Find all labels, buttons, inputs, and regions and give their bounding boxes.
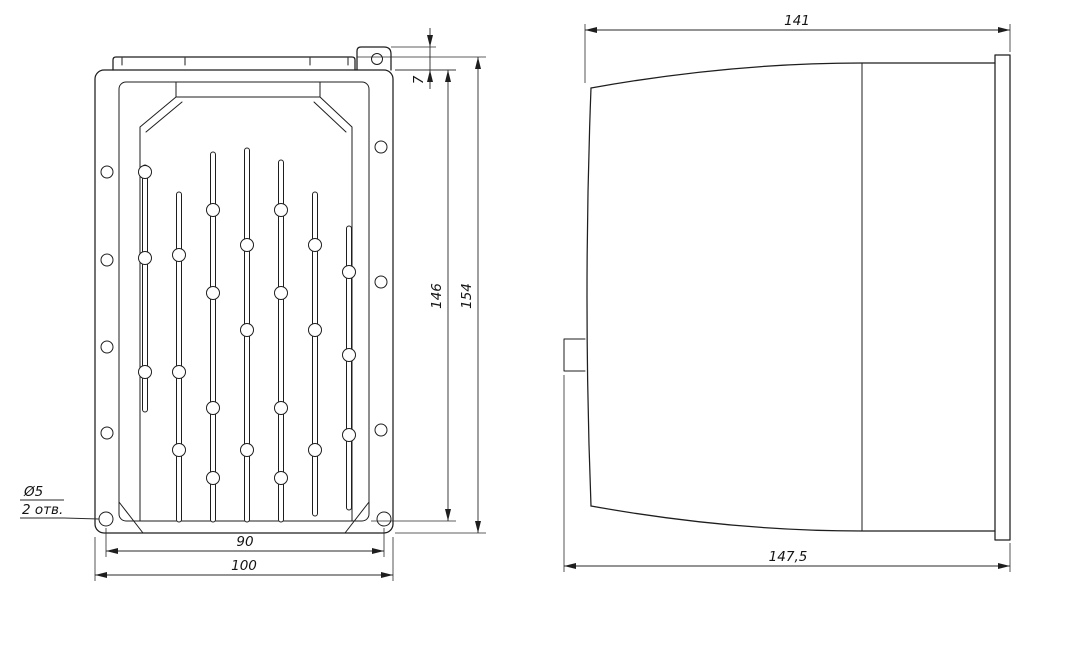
slot-boss-circle	[206, 471, 220, 485]
dim-overall-depth: 147,5	[563, 375, 1011, 572]
cover-contour	[139, 96, 353, 522]
slot-boss-circle	[240, 238, 254, 252]
flange-rivet-circles	[100, 140, 388, 440]
slot-boss-circle	[342, 348, 356, 362]
side-latch-tab	[563, 338, 586, 372]
vent-slot	[210, 151, 216, 523]
vent-slot	[176, 191, 182, 523]
slot-boss-circle	[274, 286, 288, 300]
hole-callout-diameter: Ø5	[23, 484, 43, 500]
dim-label-tab-height: 7	[411, 75, 427, 84]
mounting-hole-right	[376, 511, 392, 527]
dim-tab-height: 7	[391, 28, 456, 89]
slot-boss-circle	[138, 251, 152, 265]
cover-shoulder-lines	[145, 101, 347, 133]
slot-boss-circle	[172, 443, 186, 457]
slot-boss-circle	[274, 471, 288, 485]
dim-label-inner-height: 146	[429, 283, 445, 309]
slot-boss-circle	[172, 365, 186, 379]
tab-hole	[371, 53, 383, 65]
side-bottom-edge	[590, 505, 996, 532]
slot-boss-circle	[308, 238, 322, 252]
slot-boss-circle	[308, 323, 322, 337]
flange-rivet-circle	[100, 165, 114, 179]
vent-slot	[312, 191, 318, 517]
dimensions: 100 90 146 154	[20, 13, 1011, 581]
dim-body-depth: 141	[584, 13, 1011, 83]
slot-boss-circle	[138, 365, 152, 379]
dim-hole-spacing: 90	[105, 528, 385, 557]
slot-boss-circle	[206, 203, 220, 217]
dim-label-overall-depth: 147,5	[769, 549, 808, 565]
cover-top-connectors	[175, 81, 321, 98]
slot-boss-circle	[274, 203, 288, 217]
slot-boss-circle	[206, 286, 220, 300]
hole-callout: Ø5 2 отв.	[20, 484, 100, 520]
side-top-edge	[590, 62, 996, 89]
outer-contour	[94, 69, 394, 534]
dim-label-overall-height: 154	[459, 283, 475, 309]
inner-flange-contour	[118, 81, 370, 522]
top-plate-ticks	[121, 57, 349, 66]
corner-gussets	[118, 501, 370, 534]
slot-boss-circle	[342, 265, 356, 279]
rear-flange	[994, 54, 1011, 541]
vent-slots	[138, 147, 356, 523]
flange-rivet-circle	[374, 275, 388, 289]
flange-rivet-circle	[100, 426, 114, 440]
flange-rivet-circle	[374, 140, 388, 154]
mounting-hole-left	[98, 511, 114, 527]
dim-label-hole-spacing: 90	[236, 534, 253, 550]
front-view	[94, 46, 394, 534]
dim-label-body-depth: 141	[784, 13, 810, 29]
slot-boss-circle	[274, 401, 288, 415]
dim-inner-height: 146	[371, 69, 456, 522]
top-tab	[356, 46, 392, 71]
slot-boss-circle	[240, 443, 254, 457]
top-plate	[112, 56, 356, 71]
slot-boss-circle	[172, 248, 186, 262]
dim-label-overall-width: 100	[231, 558, 257, 574]
flange-rivet-circle	[100, 340, 114, 354]
slot-boss-circle	[240, 323, 254, 337]
vent-slot	[278, 159, 284, 523]
hole-callout-count: 2 отв.	[22, 502, 63, 518]
slot-boss-circle	[206, 401, 220, 415]
slot-boss-circle	[138, 165, 152, 179]
dim-overall-height: 154	[357, 56, 486, 534]
flange-rivet-circle	[100, 253, 114, 267]
side-view	[563, 54, 1011, 541]
slot-boss-circle	[342, 428, 356, 442]
dim-overall-width: 100	[94, 537, 394, 581]
side-front-face	[586, 87, 592, 507]
flange-rivet-circle	[374, 423, 388, 437]
slot-boss-circle	[308, 443, 322, 457]
